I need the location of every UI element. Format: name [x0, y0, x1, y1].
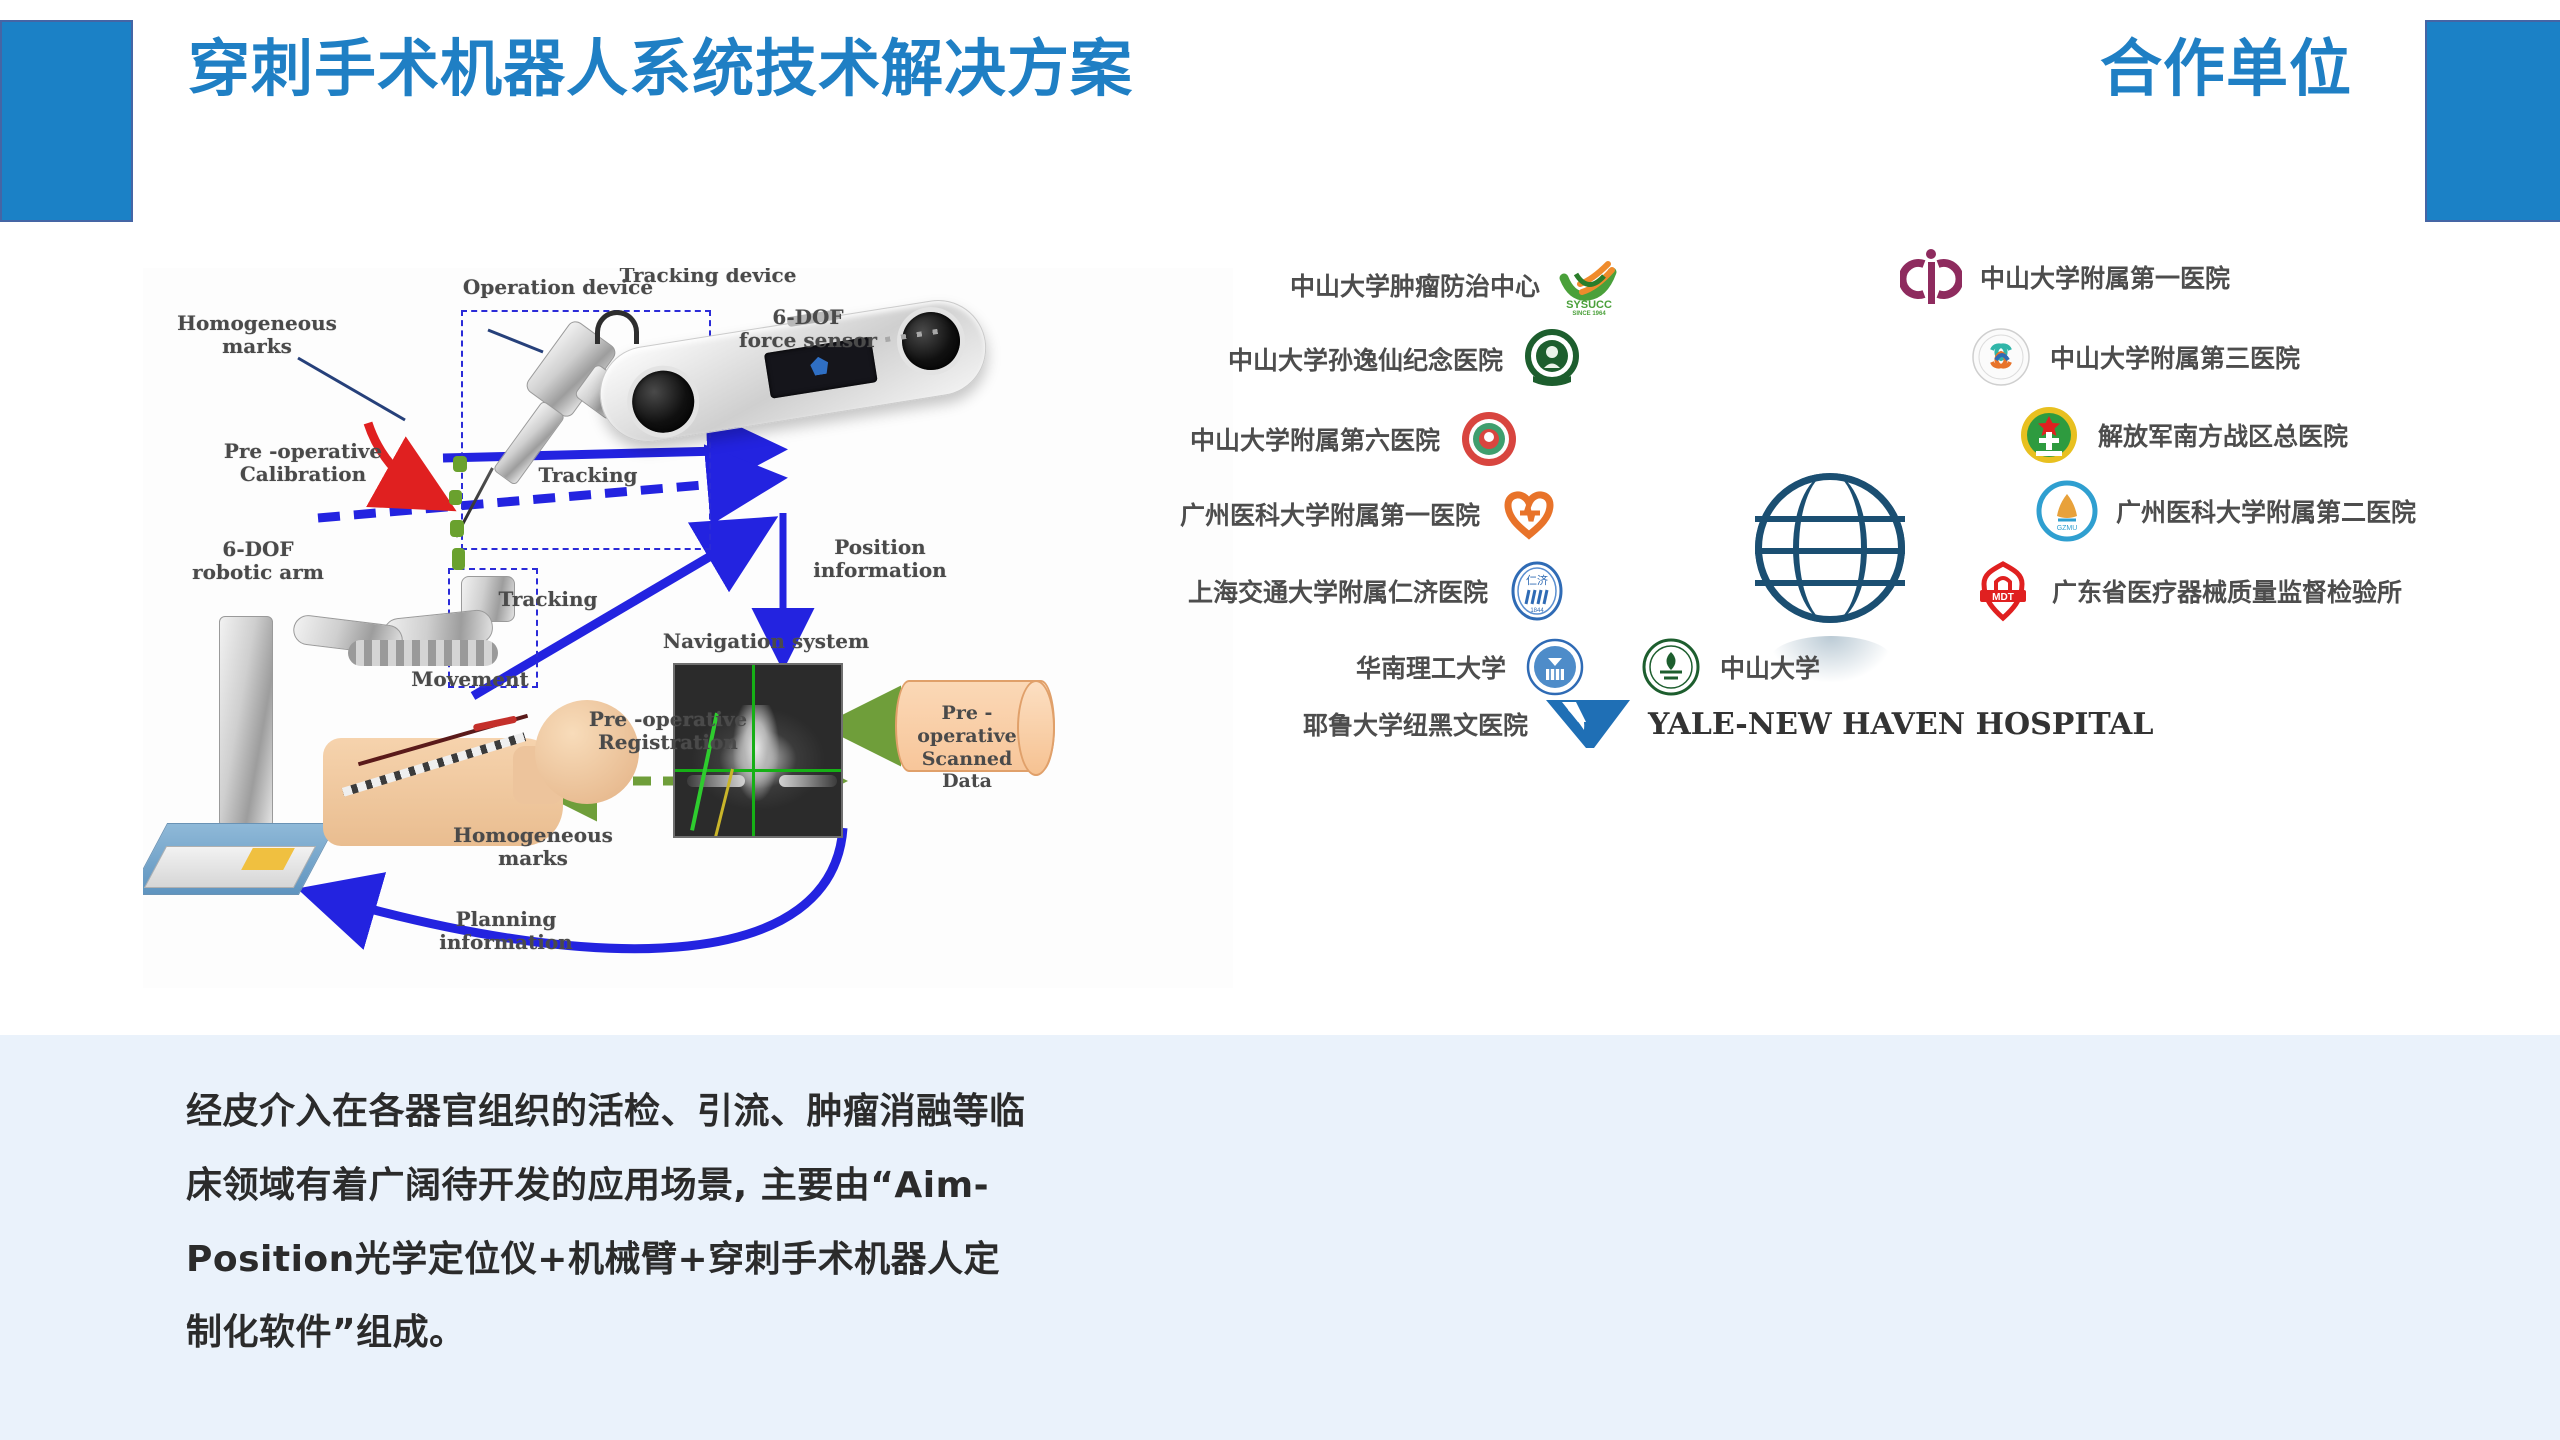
- partner-row[interactable]: 广州医科大学附属第一医院: [1180, 483, 1560, 545]
- ct-crosshair-h: [675, 769, 841, 772]
- label-homogeneous-marks-bottom: Homogeneous marks: [453, 823, 613, 870]
- yale-wordmark: YALE-NEW HAVEN HOSPITAL: [1648, 706, 2154, 742]
- label-operation-device: Operation device: [462, 275, 654, 299]
- label-pre-operative-registration: Pre -operative Registration: [588, 707, 748, 754]
- partner-row[interactable]: 华南理工大学: [1356, 636, 1586, 698]
- description-line: Position光学定位仪+机械臂+穿刺手术机器人定: [186, 1238, 1001, 1280]
- svg-text:1844: 1844: [1530, 608, 1544, 614]
- section-title-partners: 合作单位: [2100, 32, 2353, 105]
- gzmu-second-hospital-logo: GZMU: [2036, 480, 2098, 542]
- label-planning-information: Planning information: [439, 907, 573, 954]
- third-affiliated-hospital-logo: [1970, 326, 2032, 388]
- partner-label: 广州医科大学附属第二医院: [2116, 498, 2417, 527]
- pre-operative-scanned-data-cylinder: Pre -operative Scanned Data: [895, 680, 1055, 792]
- globe-reflection: [1770, 636, 1892, 682]
- ct-wing-right: [779, 775, 837, 787]
- label-tracking-2: Tracking: [498, 587, 598, 611]
- label-homogeneous-marks-top: Homogeneous marks: [177, 311, 337, 358]
- patient-head: [535, 700, 639, 804]
- sun-yat-sen-university-logo: [1640, 636, 1702, 698]
- globe-parallel-3: [1755, 580, 1905, 586]
- partner-label: 中山大学: [1720, 654, 1821, 683]
- ct-wing-left: [687, 775, 745, 787]
- partner-label: 中山大学附属第一医院: [1980, 264, 2231, 293]
- label-tracking-device: Tracking device: [619, 268, 797, 287]
- partner-label: 上海交通大学附属仁济医院: [1188, 578, 1489, 607]
- globe-parallel-2: [1755, 548, 1905, 554]
- header-accent-block-right: [2425, 20, 2560, 222]
- svg-text:GZMU: GZMU: [2057, 525, 2078, 532]
- header-accent-block-left: [0, 20, 133, 222]
- renji-hospital-logo: 仁济 1844: [1506, 560, 1568, 622]
- partner-label: 中山大学附属第六医院: [1190, 426, 1441, 455]
- label-tracking-1: Tracking: [538, 463, 638, 487]
- partner-label: 中山大学孙逸仙纪念医院: [1228, 346, 1504, 375]
- svg-text:SYSUCC: SYSUCC: [1566, 299, 1612, 311]
- description-line: 床领域有着广阔待开发的应用场景, 主要由“Aim-: [186, 1164, 990, 1206]
- partner-row[interactable]: 上海交通大学附属仁济医院 仁济 1844: [1188, 560, 1568, 622]
- partner-label: 耶鲁大学纽黑文医院: [1303, 711, 1529, 740]
- navigation-ct-viewport: [673, 663, 843, 838]
- partner-label: 广州医科大学附属第一医院: [1180, 501, 1481, 530]
- first-affiliated-hospital-logo: [1898, 246, 1964, 308]
- description-line: 经皮介入在各器官组织的活检、引流、肿瘤消融等临: [186, 1091, 1026, 1132]
- sixth-affiliated-hospital-logo: [1458, 408, 1520, 470]
- robot-column: [219, 616, 273, 828]
- svg-text:MDT: MDT: [1992, 592, 2014, 603]
- label-pre-operative-calibration: Pre -operative Calibration: [223, 439, 383, 486]
- partner-row[interactable]: 中山大学附属第三医院: [1970, 326, 2300, 388]
- partner-row[interactable]: 中山大学: [1640, 636, 1820, 698]
- label-movement: Movement: [411, 667, 529, 691]
- globe-parallel-1: [1755, 516, 1905, 522]
- partner-row-yale[interactable]: 耶鲁大学纽黑文医院 YALE-NEW HAVEN HOSPITAL: [1303, 696, 2153, 752]
- pla-southern-theater-hospital-logo: [2018, 404, 2080, 466]
- globe-icon: [1755, 473, 1905, 623]
- sun-yat-sen-memorial-hospital-logo: [1521, 328, 1583, 390]
- system-architecture-diagram: Pre -operative Scanned Data Homogeneous …: [143, 268, 1233, 988]
- pre-operative-scanned-data-label: Pre -operative Scanned Data: [917, 702, 1017, 793]
- partner-label: 中山大学肿瘤防治中心: [1290, 272, 1541, 301]
- sysucc-logo: SYSUCC SINCE 1964: [1558, 254, 1620, 317]
- partner-row[interactable]: 中山大学附属第六医院: [1190, 408, 1520, 470]
- label-robotic-arm: 6-DOF robotic arm: [192, 537, 324, 584]
- partner-label: 华南理工大学: [1356, 654, 1507, 683]
- partner-organizations-panel: 中山大学肿瘤防治中心 SYSUCC SINCE 1964 中山大学孙逸仙纪念医院: [1180, 249, 2560, 988]
- homogeneous-marks-dots: [449, 456, 471, 576]
- partner-label: 中山大学附属第三医院: [2050, 344, 2301, 373]
- svg-text:SINCE 1964: SINCE 1964: [1572, 311, 1606, 316]
- page-title: 穿刺手术机器人系统技术解决方案: [188, 32, 1134, 105]
- label-force-sensor: 6-DOF force sensor: [738, 305, 877, 352]
- partner-row[interactable]: MDT 广东省医疗器械质量监督检验所: [1972, 560, 2402, 622]
- description-line: 制化软件”组成。: [186, 1312, 466, 1354]
- description-text: 经皮介入在各器官组织的活检、引流、肿瘤消融等临 床领域有着广阔待开发的应用场景,…: [186, 1075, 1176, 1370]
- partner-label: 广东省医疗器械质量监督检验所: [2052, 578, 2403, 607]
- label-navigation-system: Navigation system: [662, 629, 870, 653]
- partner-row[interactable]: 中山大学肿瘤防治中心 SYSUCC SINCE 1964: [1290, 254, 1620, 317]
- tracking-lens-left: [627, 366, 699, 438]
- partner-row[interactable]: 中山大学附属第一医院: [1898, 246, 2231, 308]
- partner-row[interactable]: GZMU 广州医科大学附属第二医院: [2036, 480, 2416, 542]
- description-panel: 经皮介入在各器官组织的活检、引流、肿瘤消融等临 床领域有着广阔待开发的应用场景,…: [0, 1035, 2560, 1440]
- ct-crosshair-v: [752, 665, 755, 836]
- cable-icon: [595, 310, 639, 344]
- tracking-lens-right: [897, 307, 965, 375]
- partner-row[interactable]: 中山大学孙逸仙纪念医院: [1228, 328, 1583, 390]
- partner-row[interactable]: 解放军南方战区总医院: [2018, 404, 2348, 466]
- gzmu-first-hospital-logo: [1498, 483, 1560, 545]
- mdt-guangdong-logo: MDT: [1972, 560, 2034, 622]
- robot-cable: [348, 640, 498, 666]
- scut-logo: [1524, 636, 1586, 698]
- svg-text:仁济: 仁济: [1526, 573, 1548, 587]
- partner-label: 解放军南方战区总医院: [2098, 422, 2349, 451]
- yale-new-haven-logo: [1542, 696, 1634, 752]
- label-position-information: Position information: [813, 535, 947, 582]
